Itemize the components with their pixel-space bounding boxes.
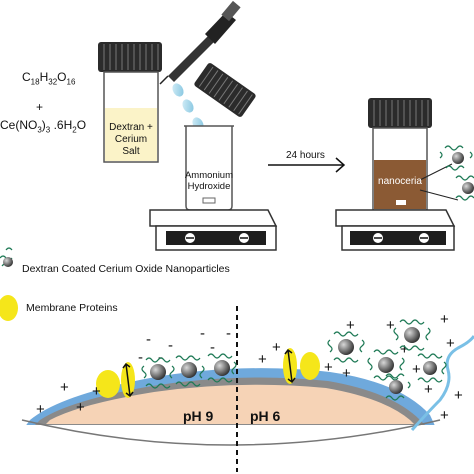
- np-cell-8: [385, 373, 411, 401]
- svg-text:+: +: [342, 365, 351, 382]
- vial1-liquid: [105, 108, 157, 161]
- svg-text:+: +: [446, 335, 455, 352]
- arrow-label: 24 hours: [286, 150, 325, 161]
- svg-text:-: -: [138, 349, 143, 366]
- svg-text:+: +: [400, 341, 409, 358]
- svg-text:+: +: [454, 387, 463, 404]
- svg-text:+: +: [76, 399, 85, 416]
- svg-text:+: +: [36, 401, 45, 418]
- beaker-ammonium: [184, 125, 234, 211]
- np-legend: [0, 247, 13, 267]
- membrane-bottom: [21, 419, 441, 446]
- cytoplasm: [46, 384, 414, 424]
- dextran-formula: C18H32O16: [22, 70, 76, 87]
- svg-text:+: +: [386, 317, 395, 334]
- ph-right-label: pH 6: [250, 408, 281, 424]
- svg-text:+: +: [424, 381, 433, 398]
- protein-legend-icon: [0, 295, 18, 321]
- membrane-protein-left: [96, 362, 135, 398]
- svg-text:-: -: [146, 331, 151, 348]
- hotplate-1: [149, 209, 278, 251]
- svg-text:+: +: [258, 351, 267, 368]
- svg-text:+: +: [324, 359, 333, 376]
- ph-left-label: pH 9: [183, 408, 214, 424]
- svg-text:+: +: [92, 383, 101, 400]
- beaker-label: Ammonium Hydroxide: [184, 170, 234, 192]
- glycocalyx-strand: [410, 335, 474, 432]
- plus-sign: +: [36, 100, 44, 114]
- cell: [0, 306, 474, 474]
- vial-nanoceria: [368, 98, 459, 211]
- legend-nanoparticles: Dextran Coated Cerium Oxide Nanoparticle…: [22, 263, 230, 275]
- vial1-label: Dextran + Cerium Salt: [109, 122, 153, 157]
- hotplate-2: [335, 209, 456, 251]
- svg-text:+: +: [272, 339, 281, 356]
- np-cell-7: [417, 353, 447, 383]
- np-cell-3: [207, 353, 237, 383]
- np-vial-2: [455, 175, 474, 201]
- np-cell-6: [367, 349, 405, 381]
- svg-text:-: -: [168, 337, 173, 354]
- vial-dextran-cerium: [98, 42, 162, 163]
- np-cell-5: [393, 319, 431, 351]
- svg-text:+: +: [346, 317, 355, 334]
- cerium-formula: Ce(NO3)3 .6H2O: [0, 118, 87, 135]
- svg-text:+: +: [440, 311, 449, 328]
- np-cell-1: [141, 357, 175, 389]
- svg-text:+: +: [60, 379, 69, 396]
- vial2-label: nanoceria: [378, 176, 422, 187]
- svg-text:-: -: [210, 339, 215, 356]
- nanoparticles: [0, 145, 474, 401]
- process-arrow: [268, 157, 346, 173]
- svg-text:+: +: [412, 361, 421, 378]
- pipette: [159, 0, 241, 85]
- svg-text:+: +: [440, 407, 449, 424]
- tilted-cap: [194, 63, 256, 117]
- np-vial-1: [439, 145, 473, 171]
- np-cell-2: [175, 355, 205, 387]
- svg-text:-: -: [200, 325, 205, 342]
- membrane-protein-right: [283, 348, 320, 384]
- legend-proteins: Membrane Proteins: [26, 302, 118, 314]
- svg-text:-: -: [226, 325, 231, 342]
- np-cell-4: [327, 331, 365, 363]
